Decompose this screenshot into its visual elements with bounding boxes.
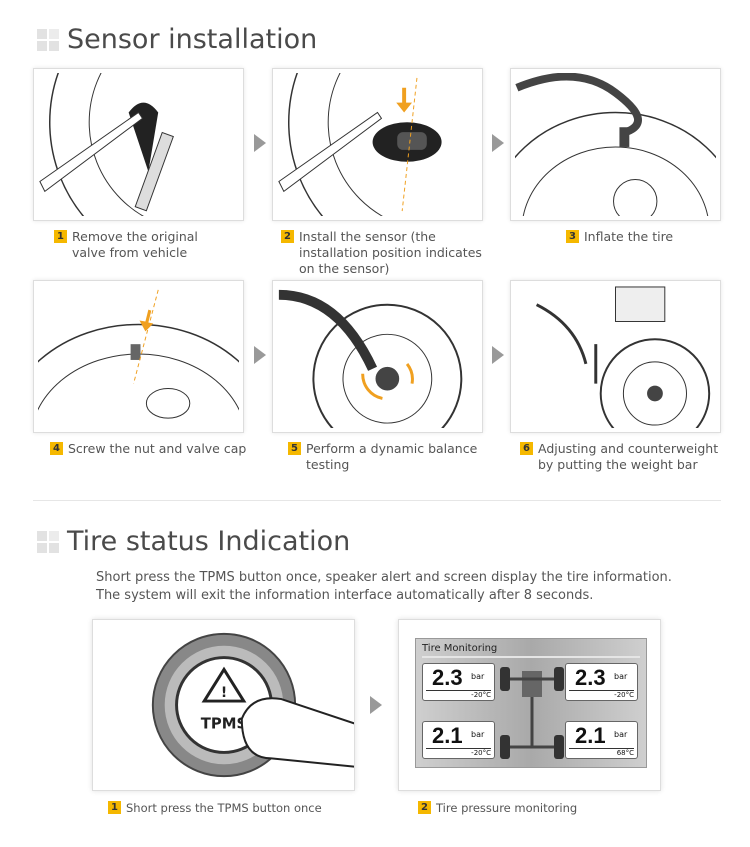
tire-status-description: Short press the TPMS button once, speake… xyxy=(96,570,672,603)
next-arrow-icon xyxy=(254,346,266,364)
section-heading-tire-status: Tire status Indication xyxy=(37,526,350,557)
next-arrow-icon xyxy=(370,696,382,714)
section-heading-sensor-installation: Sensor installation xyxy=(37,24,317,55)
tpms-button-illustration: ! TPMS xyxy=(92,619,372,791)
section-divider xyxy=(33,500,721,501)
car-chassis-icon xyxy=(500,667,564,759)
next-arrow-icon xyxy=(492,346,504,364)
step-2-illustration xyxy=(272,68,483,221)
step-1-illustration xyxy=(33,68,244,221)
tpms-label: TPMS xyxy=(201,716,247,733)
step-6-illustration xyxy=(510,280,721,433)
svg-text:!: ! xyxy=(221,685,227,701)
heading-squares-icon xyxy=(37,530,59,553)
next-arrow-icon xyxy=(492,134,504,152)
step-5-illustration xyxy=(272,280,483,433)
next-arrow-icon xyxy=(254,134,266,152)
step-4-illustration xyxy=(33,280,244,433)
step-3-illustration xyxy=(510,68,721,221)
heading-squares-icon xyxy=(37,28,59,51)
